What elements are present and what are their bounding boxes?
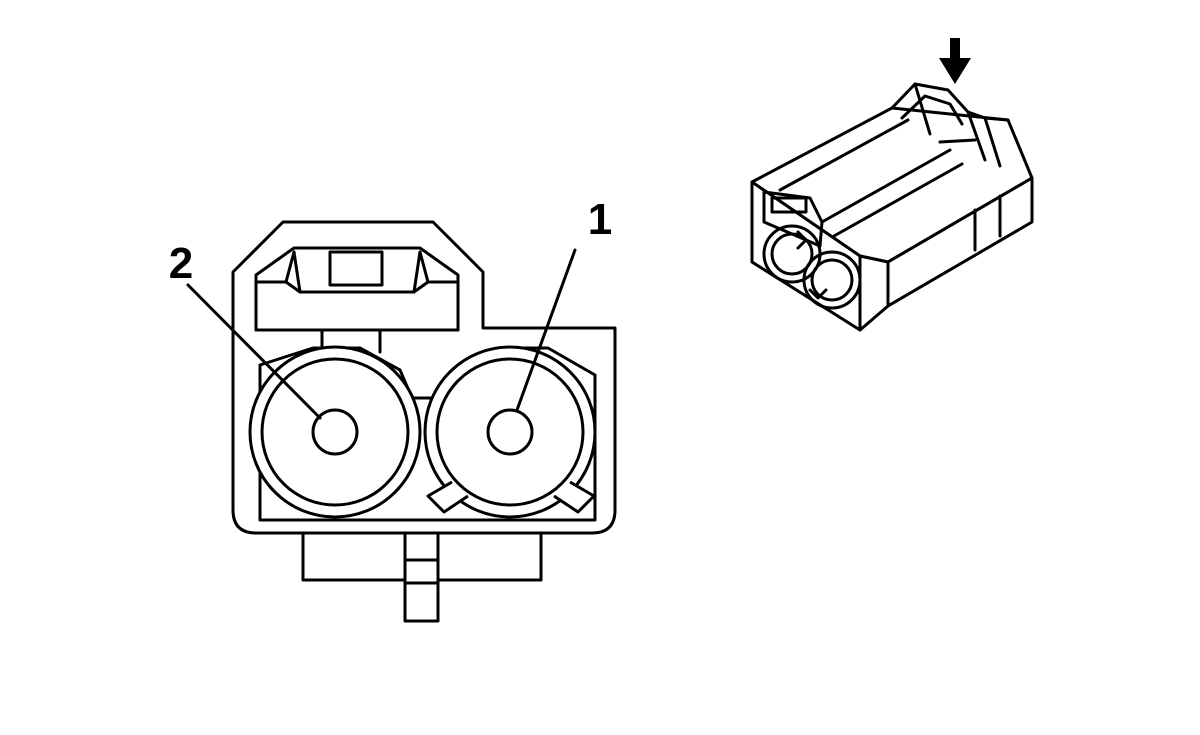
- locking-latch: [254, 246, 460, 354]
- keying-notches: [426, 480, 596, 514]
- connector-front-face: [750, 180, 862, 332]
- front-face-details: [762, 190, 862, 310]
- latch-ridges: [778, 82, 1010, 308]
- terminal-cavity-1: [423, 345, 597, 519]
- connector-front-view: 1 2: [169, 195, 617, 623]
- connector-stem: [301, 523, 543, 623]
- callout-leader-1: [515, 248, 577, 412]
- arrow-down-icon: [939, 38, 971, 84]
- callout-label-1: 1: [588, 195, 612, 244]
- callout-label-2: 2: [169, 239, 193, 288]
- callout-leader-2: [186, 283, 322, 420]
- connector-isometric-view: [750, 38, 1034, 332]
